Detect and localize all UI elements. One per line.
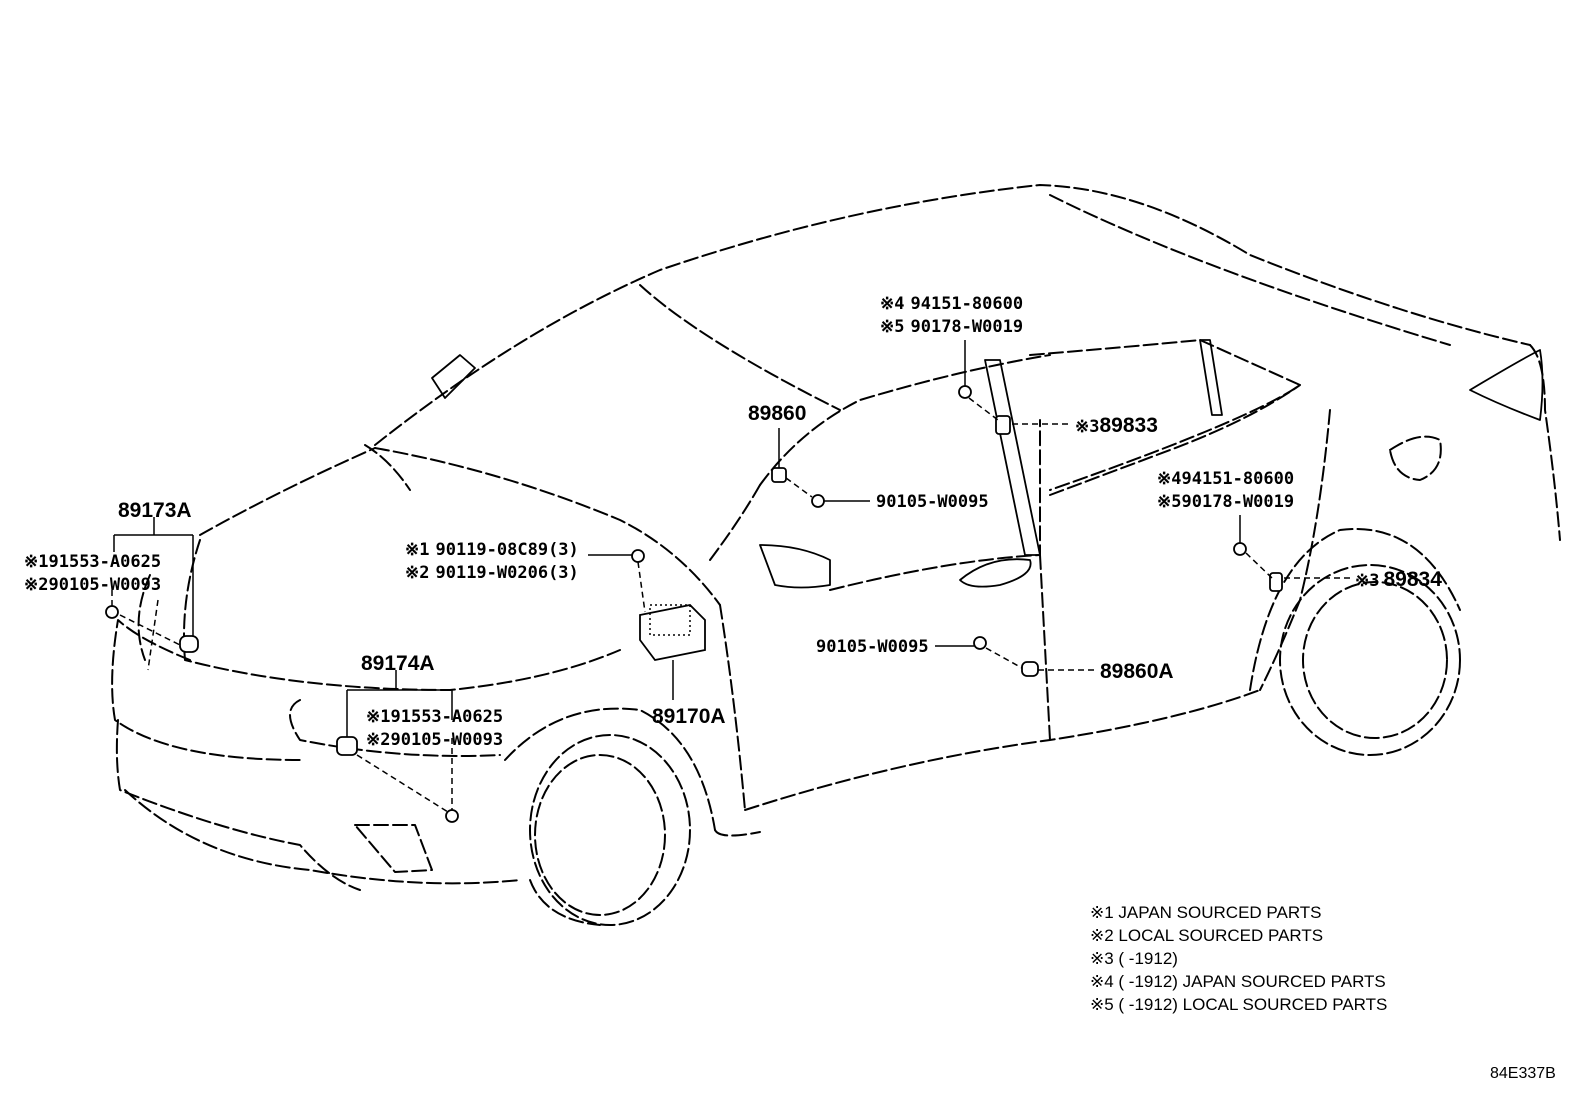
label-89173A: 89173A bbox=[118, 499, 192, 522]
rear-lower-bolt-shape bbox=[1233, 542, 1247, 556]
legend-line-1: ※1 JAPAN SOURCED PARTS bbox=[1090, 903, 1322, 922]
label-89174A: 89174A bbox=[361, 652, 435, 675]
nut-lower-shape bbox=[973, 636, 987, 650]
diagram-code: 84E337B bbox=[1490, 1065, 1556, 1082]
label-bolt-front-b1: 91553-A0625 bbox=[390, 707, 503, 727]
marker-3b: ※3 bbox=[1355, 571, 1379, 591]
label-89860A: 89860A bbox=[1100, 660, 1174, 683]
marker-3: ※3 bbox=[1075, 417, 1099, 437]
leader-lines bbox=[111, 340, 1350, 813]
labels: 89173A ※191553-A0625 ※290105-W0093 89174… bbox=[24, 294, 1442, 750]
sensor-89833-shape bbox=[995, 415, 1011, 435]
marker-1b: ※1 bbox=[366, 707, 390, 727]
bolt-right-shape bbox=[445, 809, 459, 823]
car-outline bbox=[111, 184, 1561, 926]
legend-line-3: ※3 ( -1912) bbox=[1090, 949, 1178, 968]
sensor-89834-shape bbox=[1269, 572, 1283, 592]
label-rear-lower-4: 94151-80600 bbox=[1181, 469, 1294, 489]
label-rear-upper-4: 94151-80600 bbox=[910, 294, 1023, 314]
front-sensor-right-shape bbox=[336, 736, 358, 756]
label-screw-ecu-1: 90119-08C89(3) bbox=[435, 540, 578, 560]
label-89170A: 89170A bbox=[652, 705, 726, 728]
marker-1: ※1 bbox=[24, 552, 48, 572]
marker-4b: ※4 bbox=[1157, 469, 1181, 489]
legend-line-4: ※4 ( -1912) JAPAN SOURCED PARTS bbox=[1090, 972, 1386, 991]
svg-text:※590178-W0019: ※590178-W0019 bbox=[1157, 492, 1294, 512]
label-89834: 89834 bbox=[1383, 568, 1442, 591]
label-89860: 89860 bbox=[748, 402, 806, 425]
legend-line-5: ※5 ( -1912) LOCAL SOURCED PARTS bbox=[1090, 995, 1387, 1014]
svg-text:※389833: ※389833 bbox=[1075, 414, 1158, 437]
rear-upper-bolt-shape bbox=[958, 385, 972, 399]
svg-text:※494151-80600: ※4 94151-80600 bbox=[880, 294, 1023, 314]
marker-5b: ※5 bbox=[1157, 492, 1181, 512]
marker-2b: ※2 bbox=[366, 730, 390, 750]
marker-5: ※5 bbox=[880, 317, 904, 337]
legend: ※1 JAPAN SOURCED PARTS ※2 LOCAL SOURCED … bbox=[1090, 903, 1387, 1014]
bolt-left-shape bbox=[105, 605, 119, 619]
label-bolt-front-b2: 90105-W0093 bbox=[390, 730, 503, 750]
front-sensor-left-shape bbox=[179, 635, 199, 653]
part-symbols bbox=[105, 385, 1283, 823]
label-nut-89860A: 90105-W0095 bbox=[816, 637, 929, 657]
label-bolt-front-a2: 90105-W0093 bbox=[48, 575, 161, 595]
side-sensor-front-shape bbox=[771, 467, 787, 483]
label-screw-ecu-2: 90119-W0206(3) bbox=[435, 563, 578, 583]
marker-4: ※4 bbox=[880, 294, 904, 314]
svg-text:※494151-80600: ※494151-80600 bbox=[1157, 469, 1294, 489]
marker-1c: ※1 bbox=[405, 540, 429, 560]
ecu-screw-shape bbox=[631, 549, 645, 563]
marker-2c: ※2 bbox=[405, 563, 429, 583]
side-sensor-rear-shape bbox=[1021, 661, 1039, 677]
svg-text:※290105-W0093: ※290105-W0093 bbox=[24, 575, 161, 595]
label-bolt-front-a1: 91553-A0625 bbox=[48, 552, 161, 572]
svg-text:※590178-W0019: ※5 90178-W0019 bbox=[880, 317, 1023, 337]
legend-line-2: ※2 LOCAL SOURCED PARTS bbox=[1090, 926, 1323, 945]
svg-text:※191553-A0625: ※191553-A0625 bbox=[366, 707, 503, 727]
marker-2: ※2 bbox=[24, 575, 48, 595]
label-rear-upper-5: 90178-W0019 bbox=[910, 317, 1023, 337]
label-nut-89860: 90105-W0095 bbox=[876, 492, 989, 512]
label-rear-lower-5: 90178-W0019 bbox=[1181, 492, 1294, 512]
svg-text:※290105-W0093: ※290105-W0093 bbox=[366, 730, 503, 750]
svg-text:※191553-A0625: ※191553-A0625 bbox=[24, 552, 161, 572]
label-89833: 89833 bbox=[1099, 414, 1157, 437]
nut-front-shape bbox=[811, 494, 825, 508]
